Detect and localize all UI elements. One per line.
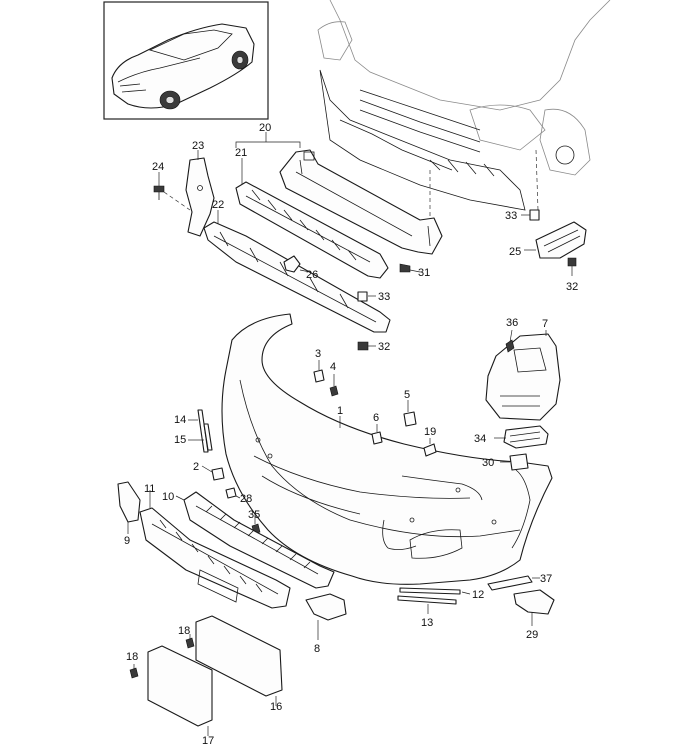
callout-30: 30 [482, 457, 494, 469]
part-17-plate [147, 645, 213, 736]
callout-37: 37 [540, 573, 552, 585]
part-29-cover [513, 589, 555, 626]
callout-14: 14 [174, 414, 186, 426]
callout-6: 6 [373, 412, 379, 424]
part-8-bracket [305, 593, 347, 640]
part-20-group [235, 132, 301, 148]
part-32-screw-right [567, 257, 577, 276]
callout-20: 20 [259, 122, 271, 134]
callout-18-a: 18 [178, 625, 190, 637]
part-18-screw-a [185, 634, 195, 649]
part-24-screw [153, 172, 191, 211]
part-19-clip [423, 438, 437, 457]
callout-24: 24 [152, 161, 164, 173]
callout-1: 1 [337, 405, 343, 417]
callout-5: 5 [404, 389, 410, 401]
part-37-trim [487, 575, 540, 591]
part-32-screw-center [357, 341, 376, 351]
callout-33-right: 33 [505, 210, 517, 222]
callout-9: 9 [124, 535, 130, 547]
part-4-screw [329, 374, 339, 397]
part-9-bracket [117, 481, 141, 534]
callout-16: 16 [270, 701, 282, 713]
part-34-grille [494, 425, 549, 449]
part-16-plate [195, 615, 283, 706]
part-11-grille [139, 490, 291, 609]
callout-7: 7 [542, 318, 548, 330]
callout-25: 25 [509, 246, 521, 258]
callout-15: 15 [174, 434, 186, 446]
callout-22: 22 [212, 199, 224, 211]
part-12-13-trims [397, 587, 471, 614]
part-20-beam [279, 149, 443, 255]
callout-23: 23 [192, 140, 204, 152]
callout-13: 13 [421, 617, 433, 629]
part-6-clip [371, 424, 383, 445]
part-25-bracket [524, 221, 587, 259]
part-23-bracket [185, 150, 215, 237]
callout-10: 10 [162, 491, 174, 503]
callout-36: 36 [506, 317, 518, 329]
callout-26: 26 [306, 269, 318, 281]
callout-8: 8 [314, 643, 320, 655]
callout-32-right: 32 [566, 281, 578, 293]
part-7-bracket [485, 330, 561, 421]
part-2-clip [201, 465, 225, 481]
part-18-screw-b [129, 664, 139, 679]
vehicle-inset [103, 1, 269, 120]
part-30-cap [500, 453, 529, 471]
part-14-trim [188, 409, 209, 453]
callout-18-b: 18 [126, 651, 138, 663]
callout-33-center: 33 [378, 291, 390, 303]
part-33-nut-right [521, 209, 540, 221]
callout-4: 4 [330, 361, 336, 373]
callout-28: 28 [240, 493, 252, 505]
callout-12: 12 [472, 589, 484, 601]
callout-21: 21 [235, 147, 247, 159]
part-36-screw [505, 329, 515, 353]
part-31-screw [399, 263, 421, 273]
callout-29: 29 [526, 629, 538, 641]
callout-labels: 20 21 23 24 22 26 31 33 32 33 25 32 36 7… [124, 122, 578, 747]
callout-34: 34 [474, 433, 486, 445]
callout-11: 11 [144, 483, 155, 495]
part-22-lip [203, 210, 391, 333]
callout-19: 19 [424, 426, 436, 438]
part-3-clip [313, 360, 325, 383]
callout-2: 2 [193, 461, 199, 473]
part-33-nut-center [357, 291, 376, 302]
callout-31: 31 [418, 267, 430, 279]
part-28-clip [225, 487, 241, 499]
callout-17: 17 [202, 735, 214, 747]
callout-35: 35 [248, 509, 260, 521]
callout-3: 3 [315, 348, 321, 360]
part-5-clip [403, 400, 417, 427]
callout-32-center: 32 [378, 341, 390, 353]
part-26-clip [283, 255, 311, 273]
part-10-grille [175, 491, 335, 589]
part-15-trim [188, 423, 213, 451]
vehicle-front-end [317, 0, 611, 225]
part-21-absorber [235, 158, 389, 279]
